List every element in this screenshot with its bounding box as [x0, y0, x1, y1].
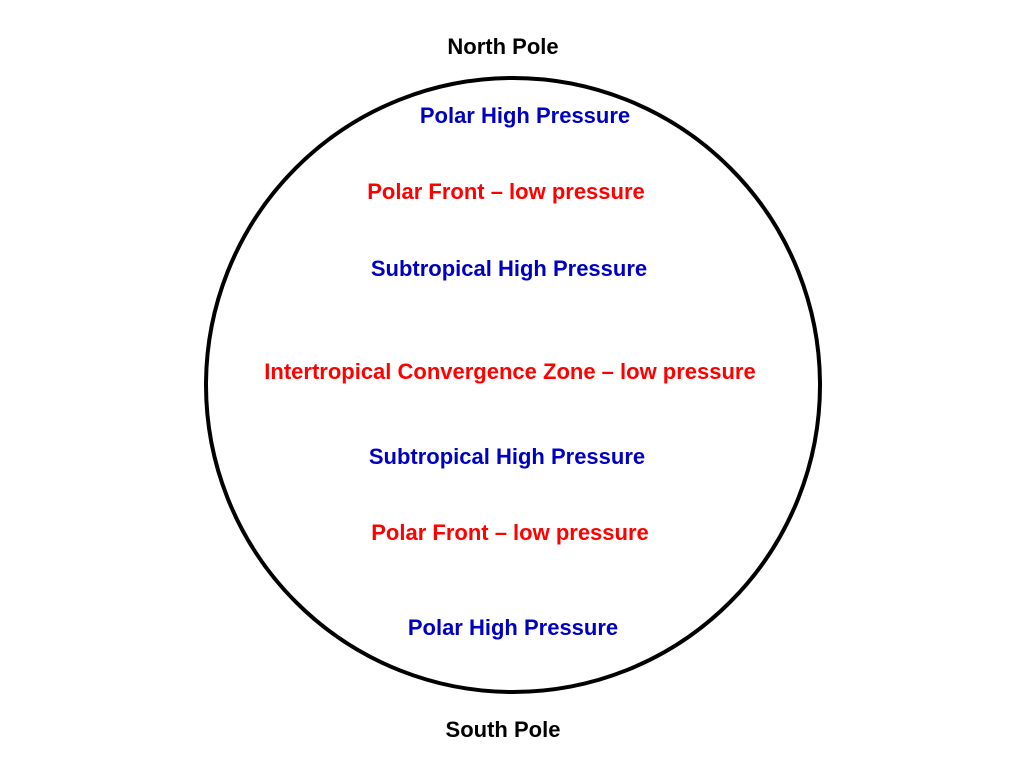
band-label-north-polar-high: Polar High Pressure [419, 103, 631, 128]
band-label-north-polar-front: Polar Front – low pressure [367, 179, 645, 204]
band-label-south-polar-front: Polar Front – low pressure [371, 520, 649, 545]
band-label-north-subtropical-high: Subtropical High Pressure [370, 256, 648, 281]
band-label-itcz: Intertropical Convergence Zone – low pre… [264, 359, 756, 384]
band-label-south-subtropical-high: Subtropical High Pressure [368, 444, 646, 469]
north-pole-label: North Pole [447, 34, 559, 59]
earth-outline-circle [204, 76, 822, 694]
south-pole-label: South Pole [445, 717, 561, 742]
band-label-south-polar-high: Polar High Pressure [407, 615, 619, 640]
